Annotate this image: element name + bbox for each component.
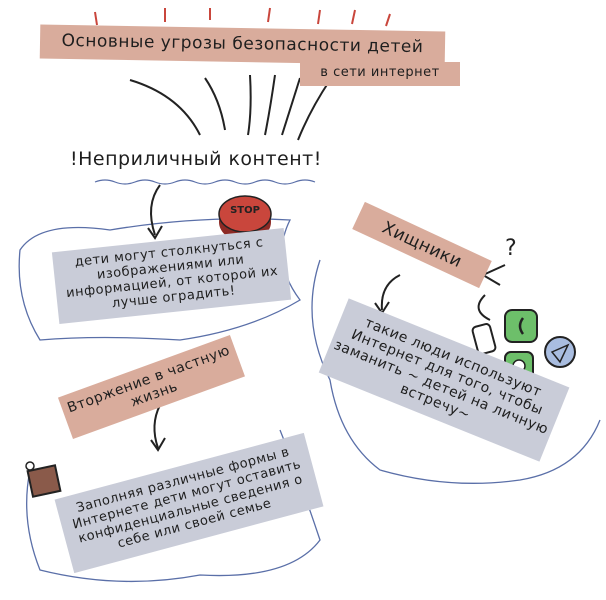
phone-app-icon	[504, 309, 538, 343]
content-heading: !Неприличный контент!	[70, 148, 322, 170]
title-line2: в сети интернет	[320, 65, 440, 80]
question-mark-icon: ?	[505, 236, 517, 261]
arrows	[129, 74, 506, 452]
title-banner: Основные угрозы безопасности детей	[39, 24, 446, 66]
cloud-outline-right	[311, 259, 601, 484]
exclamation-marks	[94, 7, 391, 27]
phone-icon	[471, 323, 497, 355]
telegram-icon	[544, 336, 576, 368]
wavy-underline	[94, 179, 316, 185]
cloud-outline-left	[18, 218, 301, 341]
title-line1: Основные угрозы безопасности детей	[61, 30, 424, 58]
stop-sign-icon	[218, 195, 272, 242]
suitcase-icon	[25, 461, 62, 498]
title-banner-2: в сети интернет	[300, 62, 460, 86]
cloud-outline-bottom	[26, 429, 321, 583]
stop-label: STOP	[230, 205, 260, 216]
